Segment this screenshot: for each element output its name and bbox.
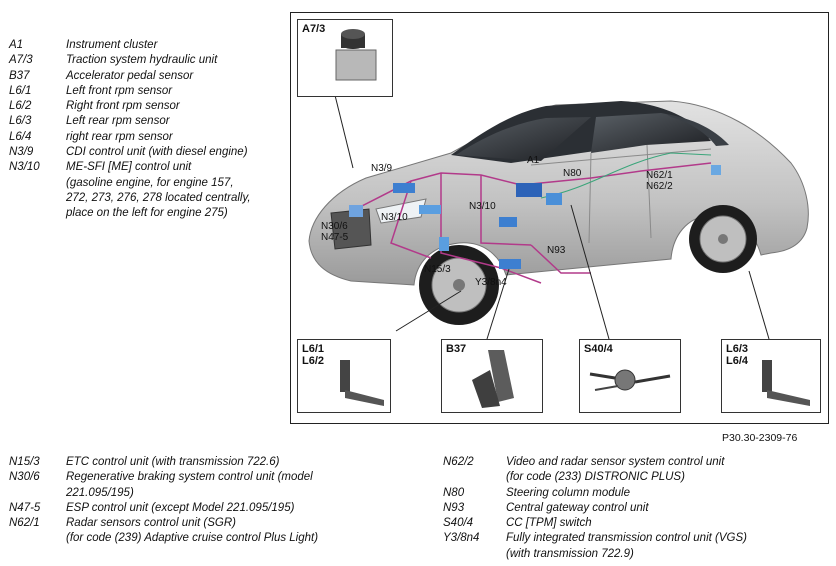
figure-reference: P30.30-2309-76 [722, 432, 798, 444]
rear-rpm-sensor-image [762, 360, 810, 406]
legend-entry: N30/6 Regenerative braking system control… [9, 470, 318, 501]
module-y3-8n4 [499, 259, 521, 269]
legend-description: CDI control unit (with diesel engine) [66, 146, 248, 159]
legend-code: L6/2 [9, 100, 32, 113]
callout-y3-8n4: Y3/8n4 [475, 277, 507, 288]
legend-code: A1 [9, 39, 24, 51]
callout-n3-10-front: N3/10 [381, 212, 408, 223]
inset-l6-front: L6/1 L6/2 [297, 339, 391, 413]
legend-entry: S40/4 CC [TPM] switch [443, 516, 747, 531]
legend-description: Accelerator pedal sensor [66, 69, 194, 82]
legend-entry: L6/3 Left rear rpm sensor [9, 114, 251, 129]
legend-description: Regenerative braking system control unit… [66, 471, 313, 499]
legend-code: L6/4 [9, 130, 32, 143]
module-n62 [711, 165, 721, 175]
module-n30-6 [349, 205, 363, 217]
legend-code: Y3/8n4 [443, 532, 480, 545]
rear-wheel [689, 205, 757, 273]
legend-description: Central gateway control unit [506, 501, 649, 514]
legend-entry: N3/10 ME-SFI [ME] control unit (gasoline … [9, 160, 251, 221]
legend-code: N30/6 [9, 471, 40, 484]
legend-entry: Y3/8n4 Fully integrated transmission cont… [443, 531, 747, 562]
module-n3-10b [499, 217, 517, 227]
wiring-harness [355, 162, 712, 284]
legend-code: N80 [443, 486, 465, 499]
rpm-sensor-image [340, 360, 384, 406]
legend-description: ME-SFI [ME] control unit (gasoline engin… [66, 161, 251, 220]
rear-window [666, 114, 729, 146]
windshield [456, 117, 591, 161]
legend-description: right rear rpm sensor [66, 130, 173, 143]
legend-description: Steering column module [506, 486, 631, 499]
legend-code: N3/9 [9, 146, 34, 159]
legend-code: B37 [9, 69, 30, 82]
legend-description: Video and radar sensor system control un… [506, 456, 725, 484]
legend-entry: N93 Central gateway control unit [443, 501, 747, 516]
legend-entry: N62/2 Video and radar sensor system contr… [443, 455, 747, 486]
inset-a7-3-label: A7/3 [302, 23, 326, 35]
module-n15-3 [439, 237, 449, 251]
legend-description: ETC control unit (with transmission 722.… [66, 456, 280, 468]
legend-code: N15/3 [9, 456, 40, 468]
legend-description: CC [TPM] switch [506, 517, 592, 530]
legend-code: N3/10 [9, 161, 40, 174]
module-n3-9 [393, 183, 415, 193]
legend-description: Right front rpm sensor [66, 100, 180, 113]
legend-entry: N3/9 CDI control unit (with diesel engine… [9, 145, 251, 160]
legend-entry: L6/4 right rear rpm sensor [9, 130, 251, 145]
inset-s40-4: S40/4 [579, 339, 681, 413]
legend-entry: A7/3 Traction system hydraulic unit [9, 53, 251, 68]
legend-code: N47-5 [9, 501, 41, 514]
module-n3-10 [419, 205, 441, 214]
legend-description: Left rear rpm sensor [66, 115, 170, 128]
callout-n80: N80 [563, 168, 582, 179]
legend-code: N62/2 [443, 456, 474, 468]
callout-a1: A1 [527, 155, 540, 166]
cc-switch-image [589, 369, 671, 391]
callout-n93: N93 [547, 245, 566, 256]
legend-entry: L6/1 Left front rpm sensor [9, 84, 251, 99]
inset-a7-3: A7/3 [297, 19, 393, 97]
legend-bottom-right: N62/2 Video and radar sensor system contr… [443, 455, 747, 562]
module-n80 [546, 193, 562, 205]
inset-b37-label: B37 [446, 343, 467, 355]
legend-code: A7/3 [9, 54, 33, 67]
callout-n62: N62/1 N62/2 [646, 170, 673, 192]
legend-description: Traction system hydraulic unit [66, 54, 218, 67]
legend-entry: B37 Accelerator pedal sensor [9, 69, 251, 84]
legend-entry: L6/2 Right front rpm sensor [9, 99, 251, 114]
side-window [591, 113, 711, 153]
legend-entry: N15/3 ETC control unit (with transmission… [9, 455, 318, 470]
inset-l6-front-label: L6/1 L6/2 [302, 343, 325, 367]
callout-n3-10: N3/10 [469, 201, 496, 212]
legend-bottom-left: N15/3 ETC control unit (with transmission… [9, 455, 318, 547]
legend-entry: N47-5 ESP control unit (except Model 221.… [9, 501, 318, 516]
legend-code: L6/1 [9, 84, 32, 97]
inset-b37: B37 [441, 339, 543, 413]
legend-description: Radar sensors control unit (SGR) (for co… [66, 517, 319, 545]
legend-description: ESP control unit (except Model 221.095/1… [66, 501, 295, 514]
legend-code: S40/4 [443, 517, 474, 530]
accelerator-pedal-image [472, 350, 514, 408]
hydraulic-unit-image [335, 29, 377, 81]
legend-code: N62/1 [9, 517, 40, 530]
vehicle-illustration [308, 70, 809, 340]
callout-n3-9: N3/9 [371, 163, 393, 174]
legend-description: Fully integrated transmission control un… [506, 532, 747, 560]
legend-code: N93 [443, 501, 465, 514]
callout-n30-6: N30/6 N47-5 [321, 221, 349, 243]
module-a1 [516, 183, 542, 197]
legend-entry: A1 Instrument cluster [9, 38, 251, 53]
legend-code: L6/3 [9, 115, 32, 128]
inset-s40-4-label: S40/4 [584, 343, 613, 355]
legend-description: Left front rpm sensor [66, 84, 173, 97]
legend-entry: N80 Steering column module [443, 486, 747, 501]
vehicle-diagram: N3/9 A1 N80 N62/1 N62/2 N30/6 N47-5 N3/1… [290, 12, 829, 424]
inset-l6-rear-label: L6/3 L6/4 [726, 343, 749, 367]
legend-description: Instrument cluster [66, 39, 158, 51]
inset-l6-rear: L6/3 L6/4 [721, 339, 821, 413]
legend-entry: N62/1 Radar sensors control unit (SGR) (f… [9, 516, 318, 547]
callout-n15-3: N15/3 [424, 264, 451, 275]
